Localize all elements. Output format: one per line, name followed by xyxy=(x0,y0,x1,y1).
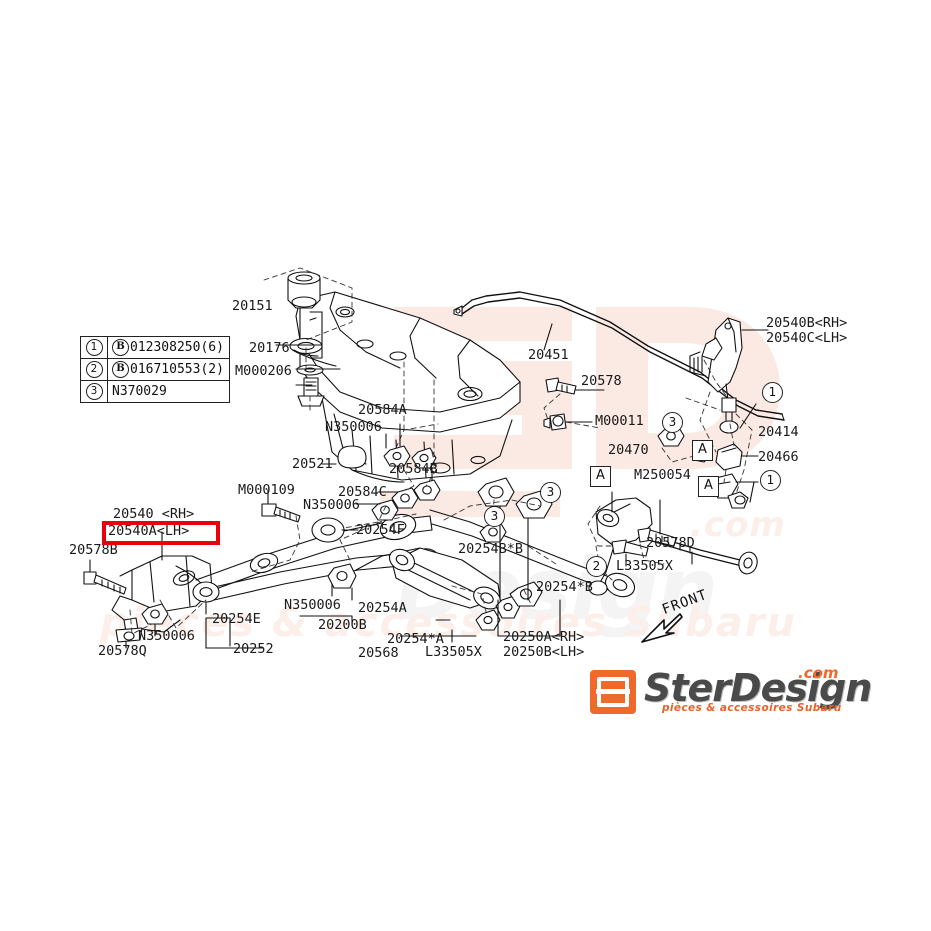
part-label-N350006-b: N350006 xyxy=(303,497,360,513)
legend-code-text: 016710553(2) xyxy=(130,362,224,377)
legend-code-text: N370029 xyxy=(112,384,167,399)
callout-circle-3c: 3 xyxy=(540,482,561,503)
part-label-20578: 20578 xyxy=(581,373,622,389)
callout-circle-1: 1 xyxy=(762,382,783,403)
box-mark-a-2: A xyxy=(692,440,713,461)
part-label-20584B: 20584B xyxy=(389,461,438,477)
box-mark-a-1: A xyxy=(590,466,611,487)
brand-name: SterDesign xyxy=(644,666,872,710)
part-label-20414: 20414 xyxy=(758,424,799,440)
legend-index: 1 xyxy=(81,337,108,358)
circled-number: 3 xyxy=(85,383,103,400)
part-label-20200B: 20200B xyxy=(318,617,367,633)
part-label-20470: 20470 xyxy=(608,442,649,458)
part-label-20254starB: 20254*B xyxy=(536,579,593,595)
callout-circle-2: 2 xyxy=(586,556,607,577)
part-label-20578Q: 20578Q xyxy=(98,643,147,659)
front-direction-arrow-icon xyxy=(641,613,683,643)
b-prefix-icon: B xyxy=(112,361,129,378)
part-label-20540B-RH: 20540B<RH> xyxy=(766,315,848,331)
part-label-20252: 20252 xyxy=(233,641,274,657)
part-label-20466: 20466 xyxy=(758,449,799,465)
part-label-M000206: M000206 xyxy=(235,363,292,379)
callout-circle-1b: 1 xyxy=(760,470,781,491)
part-label-20584C: 20584C xyxy=(338,484,387,500)
part-label-20540-RH: 20540 <RH> xyxy=(113,506,195,522)
part-label-N350006-d: N350006 xyxy=(284,597,341,613)
part-label-20254F: 20254F xyxy=(356,522,405,538)
part-label-M250054: M250054 xyxy=(634,467,691,483)
part-label-20540A-LH: 20540A<LH> xyxy=(108,523,190,539)
part-label-N350006-c: N350006 xyxy=(138,628,195,644)
part-label-20578B: 20578B xyxy=(69,542,118,558)
part-label-M00011: M00011 xyxy=(595,413,644,429)
part-label-20250B-LH: 20250B<LH> xyxy=(503,644,585,660)
part-label-20254starA: 20254*A xyxy=(387,631,444,647)
circled-number: 2 xyxy=(85,361,103,378)
brand-tagline: pièces & accessoires Subaru xyxy=(662,702,842,714)
brand-domain: .com xyxy=(798,664,839,682)
b-prefix-icon: B xyxy=(112,339,129,356)
callout-circle-3a: 3 xyxy=(662,412,683,433)
part-label-20254BstarB: 20254B*B xyxy=(458,541,524,557)
circled-number: 1 xyxy=(85,339,103,356)
part-label-L33505X-a: L33505X xyxy=(425,644,482,660)
part-label-20521: 20521 xyxy=(292,456,333,472)
callout-circle-3b: 3 xyxy=(484,506,505,527)
part-label-L33505X-b: L33505X xyxy=(616,558,673,574)
part-label-20254A: 20254A xyxy=(358,600,407,616)
part-label-20151: 20151 xyxy=(232,298,273,314)
part-label-20584A: 20584A xyxy=(358,402,407,418)
part-label-20578D: 20578D xyxy=(646,535,695,551)
legend-index: 3 xyxy=(81,381,108,402)
part-label-20250A-RH: 20250A<RH> xyxy=(503,629,585,645)
box-mark-a-3: A xyxy=(698,476,719,497)
part-label-20254E: 20254E xyxy=(212,611,261,627)
legend-index: 2 xyxy=(81,359,108,380)
part-label-20176: 20176 xyxy=(249,340,290,356)
legend-code-text: 012308250(6) xyxy=(130,340,224,355)
part-label-N350006-a: N350006 xyxy=(325,419,382,435)
part-label-20540C-LH: 20540C<LH> xyxy=(766,330,848,346)
brand-logo: SterDesign .com pièces & accessoires Sub… xyxy=(590,664,872,720)
brand-mark-icon xyxy=(590,670,636,714)
part-label-M000109: M000109 xyxy=(238,482,295,498)
part-label-20451: 20451 xyxy=(528,347,569,363)
part-label-20568: 20568 xyxy=(358,645,399,661)
legend-row: 3 N370029 xyxy=(81,381,229,402)
highlight-box-20540A-LH xyxy=(102,521,220,545)
legend-code: N370029 xyxy=(108,381,172,402)
